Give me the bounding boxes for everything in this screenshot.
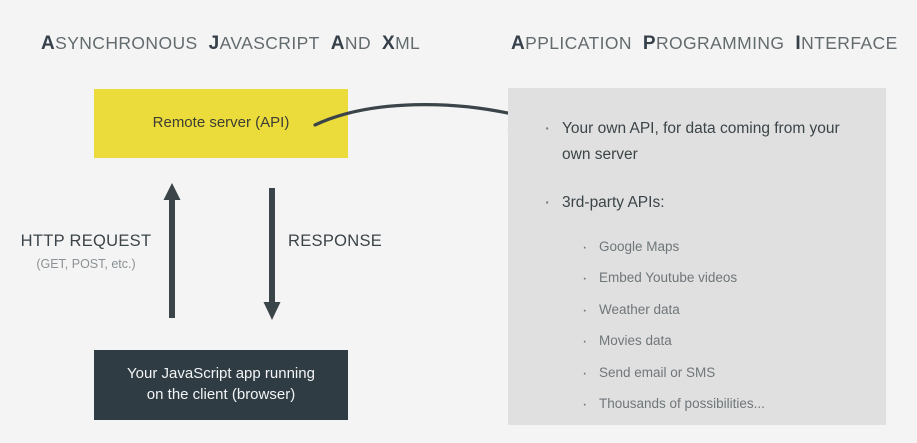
remote-server-box: Remote server (API) bbox=[94, 89, 348, 158]
list-item-label: Movies data bbox=[599, 333, 672, 349]
client-app-line1: Your JavaScript app running bbox=[127, 365, 315, 383]
bullet-dot-icon: · bbox=[582, 396, 588, 414]
http-request-arrow-up bbox=[163, 183, 181, 318]
remote-server-label: Remote server (API) bbox=[152, 114, 290, 132]
response-label: RESPONSE bbox=[288, 232, 383, 250]
list-item: · Google Maps bbox=[544, 238, 866, 257]
bullet-dot-icon: · bbox=[544, 192, 551, 214]
heading-word: ASYNCHRONOUS bbox=[41, 33, 198, 54]
heading-word-rest: ML bbox=[395, 33, 421, 53]
list-item-label: Embed Youtube videos bbox=[599, 270, 738, 286]
list-item: · Send email or SMS bbox=[544, 364, 866, 383]
bullet-dot-icon: · bbox=[582, 301, 588, 319]
list-item-label: Weather data bbox=[599, 301, 680, 317]
heading-word-rest: PPLICATION bbox=[525, 33, 632, 53]
http-request-title: HTTP REQUEST bbox=[20, 232, 152, 250]
list-item-label: Your own API, for data coming from your … bbox=[562, 120, 840, 164]
list-item: · Thousands of possibilities... bbox=[544, 395, 866, 414]
api-panel: · Your own API, for data coming from you… bbox=[508, 88, 886, 425]
heading-initial-cap: A bbox=[330, 33, 345, 54]
heading-word-rest: SYNCHRONOUS bbox=[55, 33, 198, 53]
list-item: · 3rd-party APIs: bbox=[544, 190, 866, 216]
heading-word-rest: ROGRAMMING bbox=[655, 33, 785, 53]
list-item-label: Send email or SMS bbox=[599, 364, 716, 380]
heading-initial-cap: P bbox=[642, 33, 656, 54]
list-item: · Your own API, for data coming from you… bbox=[544, 116, 866, 168]
list-item: · Embed Youtube videos bbox=[544, 269, 866, 288]
list-item-label: 3rd-party APIs: bbox=[562, 194, 665, 212]
list-item-label: Thousands of possibilities... bbox=[599, 396, 765, 412]
heading-initial-cap: I bbox=[795, 33, 802, 54]
heading-word: INTERFACE bbox=[795, 33, 898, 54]
heading-word: APPLICATION bbox=[511, 33, 632, 54]
bullet-dot-icon: · bbox=[544, 118, 551, 139]
client-app-box: Your JavaScript app running on the client… bbox=[94, 350, 348, 420]
heading-application-programming-interface: APPLICATION PROGRAMMING INTERFACE bbox=[511, 33, 898, 55]
heading-word: XML bbox=[381, 33, 421, 54]
http-request-label: HTTP REQUEST (GET, POST, etc.) bbox=[16, 232, 156, 271]
client-app-line2: on the client (browser) bbox=[146, 386, 296, 403]
bullet-dot-icon: · bbox=[582, 239, 588, 257]
list-item: · Weather data bbox=[544, 301, 866, 320]
heading-word: PROGRAMMING bbox=[642, 33, 785, 54]
bullet-dot-icon: · bbox=[582, 364, 588, 382]
heading-word-rest: ND bbox=[344, 33, 371, 53]
client-app-label: Your JavaScript app running on the client… bbox=[127, 364, 315, 405]
heading-word: JAVASCRIPT bbox=[208, 33, 320, 54]
heading-word: AND bbox=[330, 33, 371, 54]
response-arrow-down bbox=[263, 188, 281, 320]
bullet-dot-icon: · bbox=[582, 270, 588, 288]
heading-initial-cap: A bbox=[41, 33, 56, 54]
heading-word-rest: AVASCRIPT bbox=[219, 33, 320, 53]
heading-initial-cap: X bbox=[381, 33, 396, 54]
heading-initial-cap: J bbox=[208, 33, 220, 54]
heading-word-rest: NTERFACE bbox=[801, 33, 898, 53]
heading-initial-cap: A bbox=[511, 33, 526, 54]
http-request-subtitle: (GET, POST, etc.) bbox=[36, 257, 136, 271]
list-item-label: Google Maps bbox=[599, 239, 680, 255]
bullet-dot-icon: · bbox=[582, 333, 588, 351]
list-item: · Movies data bbox=[544, 332, 866, 351]
